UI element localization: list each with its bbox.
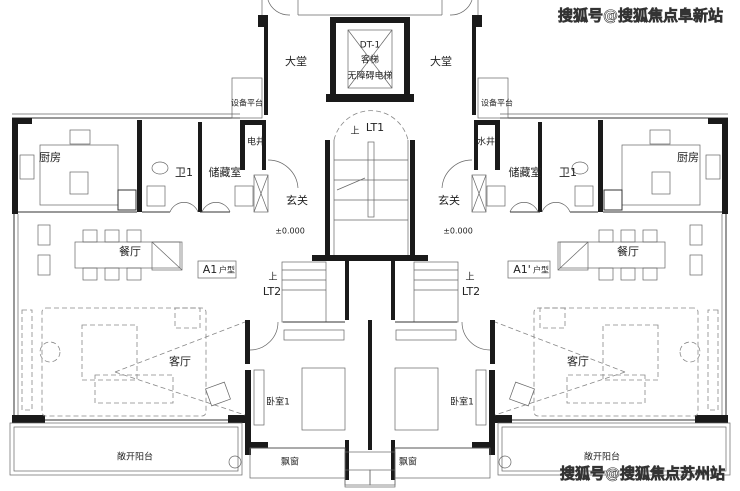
left-storage-label: 储藏室 (209, 165, 242, 179)
left-half-geometry (9, 0, 371, 486)
water-shaft-label: 水井 (477, 136, 495, 148)
left-bath-label: 卫1 (175, 166, 193, 179)
left-stair-code-label: LT2 (263, 285, 281, 298)
right-bath-label: 卫1 (559, 166, 577, 179)
right-balcony-label: 敞开阳台 (584, 451, 620, 463)
stair-code-label: LT1 (366, 121, 384, 134)
core-geometry (297, 0, 443, 488)
stair-up-label: 上 (350, 126, 359, 137)
right-unit-type-label: A1' (513, 263, 531, 276)
right-bay-window-label: 飘窗 (399, 456, 417, 468)
equip-platform-right-label: 设备平台 (481, 98, 513, 108)
left-dining-label: 餐厅 (119, 244, 141, 258)
left-foyer-label: 玄关 (286, 193, 308, 207)
lobby-right-label: 大堂 (430, 54, 452, 68)
elevator-code-label: DT-1 (360, 41, 381, 51)
right-elevation-label: ±0.000 (443, 227, 473, 236)
watermark-bottom: 搜狐号@搜狐焦点苏州站 (560, 465, 725, 483)
left-elevation-label: ±0.000 (275, 227, 305, 236)
equip-platform-left-label: 设备平台 (231, 98, 263, 108)
right-kitchen-label: 厨房 (677, 151, 699, 164)
left-bedroom-label: 卧室1 (266, 396, 290, 408)
left-unit-type-box (197, 260, 237, 279)
left-stair-up-label: 上 (268, 272, 277, 283)
right-storage-label: 储藏室 (509, 165, 542, 179)
right-foyer-label: 玄关 (438, 193, 460, 207)
right-half-geometry (369, 0, 731, 486)
left-bay-window-label: 飘窗 (281, 456, 299, 468)
elevator-desc-label: 无障碍电梯 (347, 70, 392, 82)
watermark-top: 搜狐号@搜狐焦点阜新站 (558, 7, 723, 25)
right-bedroom-label: 卧室1 (450, 396, 474, 408)
right-living-label: 客厅 (567, 354, 589, 368)
right-dining-label: 餐厅 (617, 244, 639, 258)
right-unit-type-box (507, 260, 551, 279)
right-unit-type-suffix: 户型 (533, 265, 549, 275)
elevator-type-label: 客梯 (361, 54, 379, 66)
left-unit-type-label: A1 (203, 263, 218, 276)
lobby-left-label: 大堂 (285, 54, 307, 68)
left-living-label: 客厅 (169, 354, 191, 368)
left-unit-type-suffix: 户型 (219, 265, 235, 275)
elec-shaft-label: 电井 (247, 136, 265, 148)
right-stair-up-label: 上 (465, 272, 474, 283)
right-stair-code-label: LT2 (462, 285, 480, 298)
left-kitchen-label: 厨房 (39, 151, 61, 164)
left-balcony-label: 敞开阳台 (117, 451, 153, 463)
